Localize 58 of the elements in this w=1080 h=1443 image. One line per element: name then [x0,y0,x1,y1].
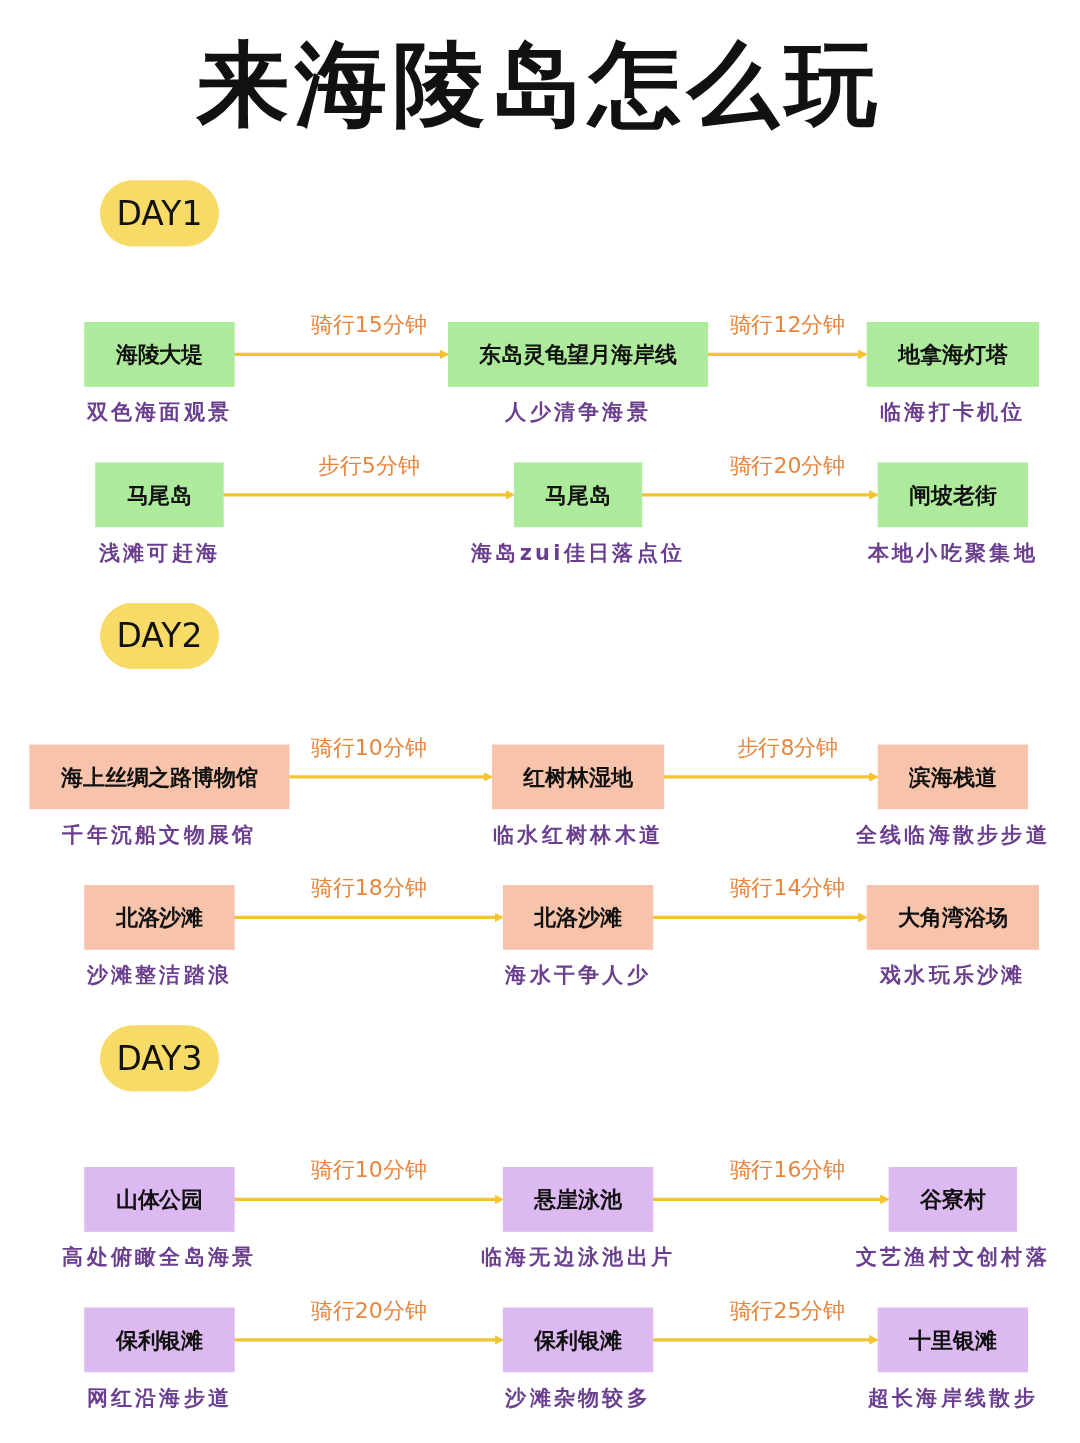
edge-label: 骑行10分钟 [311,1155,427,1185]
description-text: 海水干争人少 [505,963,652,988]
description-text: 临海打卡机位 [880,400,1026,425]
description-text: 人少清争海景 [505,400,652,425]
place-highlight: 谷寮村 [888,1167,1018,1232]
place-highlight: 地拿海灯塔 [867,322,1040,387]
description-text: 沙滩整洁踏浪 [86,963,233,988]
edge-label: 步行8分钟 [736,733,839,763]
place-highlight: 海陵大堤 [84,322,235,387]
edge-label: 骑行25分钟 [729,1296,846,1326]
description-text: 戏水玩乐沙滩 [880,963,1026,988]
day-badge: DAY1 [100,180,219,247]
arrow [664,772,879,782]
place-highlight: 北洛沙滩 [503,885,654,950]
arrow [653,1194,890,1205]
place-highlight: 海上丝绸之路博物馆 [29,744,290,810]
arrow [642,490,879,500]
day-badge: DAY2 [100,602,219,669]
place-highlight: 十里银滩 [877,1307,1029,1373]
arrow [707,349,868,360]
description-text: 文艺渔村文创村落 [855,1245,1051,1270]
place-highlight: 保利银滩 [503,1307,654,1373]
title: 来海陵岛怎么玩 [197,34,883,136]
arrow [653,912,868,923]
place-highlight: 悬崖泳池 [503,1167,654,1232]
description-text: 沙滩杂物较多 [505,1385,652,1410]
edge-label: 骑行15分钟 [311,310,427,340]
day-badge: DAY3 [100,1025,219,1092]
description-text: 双色海面观景 [86,400,233,425]
place-highlight: 马尾岛 [95,462,224,528]
description-text: 全线临海散步步道 [855,822,1051,847]
description-text: 临水红树林木道 [493,822,664,847]
description-text: 网红沿海步道 [86,1385,233,1410]
description-text: 临海无边泳池出片 [481,1245,676,1270]
place-highlight: 山体公园 [84,1167,235,1232]
place-highlight: 东岛灵龟望月海岸线 [448,322,709,387]
edge-label: 步行5分钟 [318,451,420,481]
place-highlight: 北洛沙滩 [84,885,235,950]
edge-label: 骑行18分钟 [311,873,427,903]
description-text: 超长海岸线散步 [868,1385,1039,1410]
edge-label: 骑行20分钟 [311,1296,427,1326]
place-highlight: 大角湾浴场 [867,885,1040,950]
place-highlight: 保利银滩 [84,1307,235,1373]
place-highlight: 闸坡老街 [877,462,1029,528]
edge-label: 骑行16分钟 [729,1155,846,1185]
description-text: 浅滩可赶海 [99,540,221,565]
description-text: 千年沉船文物展馆 [62,822,257,847]
edge-label: 骑行12分钟 [729,310,846,340]
place-highlight: 红树林湿地 [492,744,665,810]
description-text: 海岛zui佳日落点位 [471,540,686,565]
edge-label: 骑行14分钟 [729,873,846,903]
arrow [653,1335,879,1345]
description-text: 本地小吃聚集地 [868,540,1039,565]
description-text: 高处俯瞰全岛海景 [62,1245,257,1270]
place-highlight: 滨海栈道 [877,744,1029,810]
edge-label: 骑行10分钟 [311,733,427,763]
place-highlight: 马尾岛 [514,462,643,528]
edge-label: 骑行20分钟 [729,451,846,481]
